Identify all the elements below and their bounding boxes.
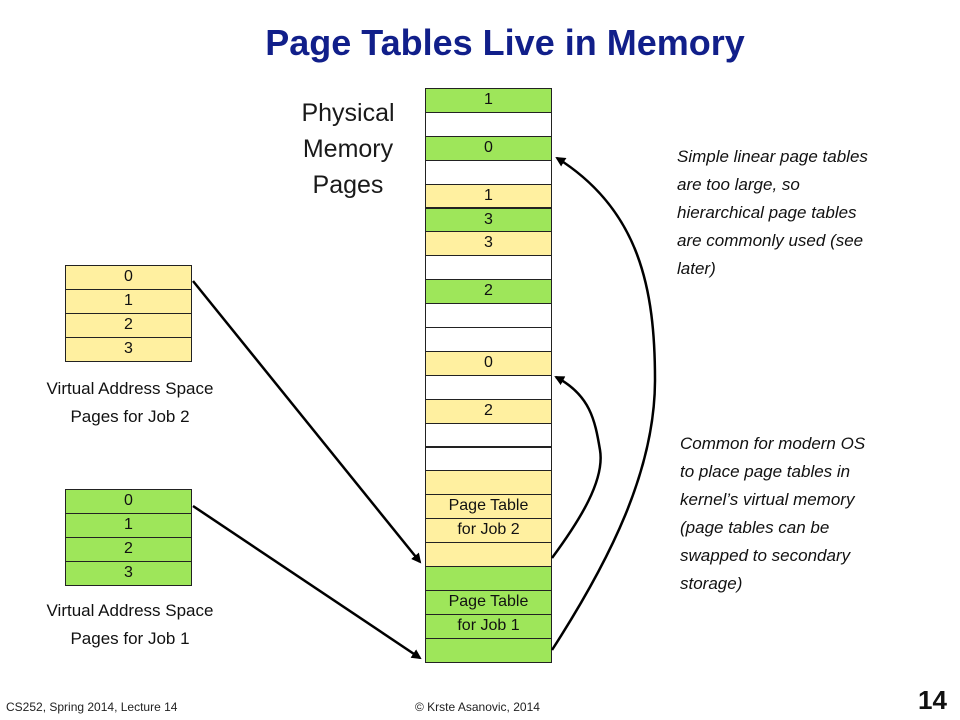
memory-page-cell	[425, 470, 552, 496]
memory-page-cell	[425, 637, 552, 663]
memory-page-cell: 1	[425, 183, 552, 209]
note-line: hierarchical page tables	[677, 203, 857, 222]
job2-caption-line: Pages for Job 2	[70, 407, 190, 426]
note-line: (page tables can be	[680, 518, 830, 537]
job1-caption-line: Pages for Job 1	[70, 629, 190, 648]
arrow-job2-to-page-table	[192, 280, 422, 564]
physical-memory-label: Physical Memory Pages	[278, 95, 418, 203]
job1-caption-line: Virtual Address Space	[46, 601, 214, 620]
arrow-job1-to-page-table	[192, 504, 422, 660]
job1-page-cell: 0	[65, 489, 192, 514]
physical-memory-label-line: Physical	[301, 99, 395, 127]
note-hierarchical-tables: Simple linear page tables are too large,…	[677, 143, 947, 283]
job1-caption: Virtual Address Space Pages for Job 1	[20, 597, 240, 653]
note-line: Simple linear page tables	[677, 147, 868, 166]
note-kernel-virtual-memory: Common for modern OS to place page table…	[680, 430, 950, 598]
note-line: kernel’s virtual memory	[680, 490, 855, 509]
arrow-page-table-job1-to-memory	[550, 156, 657, 651]
note-line: are too large, so	[677, 175, 800, 194]
memory-page-cell: Page Table	[425, 589, 552, 615]
job1-page-cell: 3	[65, 561, 192, 586]
note-line: storage)	[680, 574, 743, 593]
job2-caption: Virtual Address Space Pages for Job 2	[20, 375, 240, 431]
note-line: to place page tables in	[680, 462, 851, 481]
physical-memory-label-line: Pages	[312, 171, 384, 199]
job2-page-cell: 3	[65, 337, 192, 362]
job1-page-cell: 1	[65, 513, 192, 538]
footer-copyright: © Krste Asanovic, 2014	[415, 700, 540, 714]
note-line: are commonly used (see	[677, 231, 864, 250]
footer-course: CS252, Spring 2014, Lecture 14	[6, 700, 178, 714]
slide-title: Page Tables Live in Memory	[265, 22, 745, 63]
note-line: swapped to secondary	[680, 546, 851, 565]
memory-page-cell: 1	[425, 88, 552, 113]
memory-page-cell: 3	[425, 207, 552, 233]
physical-memory-label-line: Memory	[302, 135, 394, 163]
note-line: Common for modern OS	[680, 434, 866, 453]
arrow-page-table-job2-to-memory	[550, 375, 602, 559]
note-line: later)	[677, 259, 716, 278]
slide-number: 14	[918, 685, 947, 715]
job2-caption-line: Virtual Address Space	[46, 379, 214, 398]
memory-page-cell: for Job 1	[425, 613, 552, 639]
